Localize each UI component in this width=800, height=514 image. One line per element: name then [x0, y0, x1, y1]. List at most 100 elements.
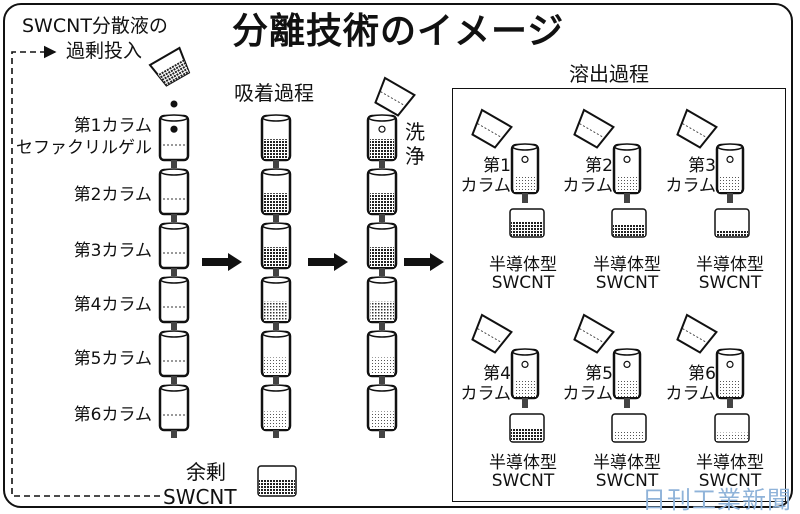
adsorption-column-1-gel: [264, 139, 288, 159]
elution-column-3-gel: [719, 175, 741, 192]
initial-connector-3: [171, 268, 177, 276]
elution-cup-1: [471, 108, 513, 149]
initial-column-2-top: [160, 168, 188, 176]
elution-column-5-drop: [623, 360, 631, 368]
watermark: 日刊工業新聞: [642, 486, 792, 514]
initial-column-6: [158, 384, 190, 432]
product-label-1b: SWCNT: [491, 273, 555, 293]
input-label-line2: 過剰投入: [66, 40, 143, 62]
arrow-to-adsorption: [202, 253, 242, 271]
recycle-dashed-line: [11, 45, 160, 497]
washing-column-5-gel: [370, 357, 394, 375]
elution-column-6-drop: [726, 360, 734, 368]
elution-col-num-2: 第2: [585, 156, 613, 176]
washing-cup: [374, 76, 416, 117]
elution-col-unit-5: カラム: [562, 384, 614, 404]
product-label-3b: SWCNT: [698, 273, 762, 293]
washing-column-6-gel: [370, 411, 394, 429]
product-label-6b: SWCNT: [698, 471, 762, 491]
elution-column-4-top: [512, 348, 538, 356]
product-beaker-liquid-5: [613, 431, 645, 441]
initial-connector-5: [171, 376, 177, 384]
diagram-title: 分離技術のイメージ: [232, 11, 565, 52]
elution-col-unit-4: カラム: [460, 384, 512, 404]
initial-connector-1: [171, 160, 177, 168]
washing-column-4-gel: [370, 301, 394, 321]
elution-column-5-top: [614, 348, 640, 356]
adsorption-connector-2: [273, 214, 279, 222]
gel-label: セファクリルゲル: [16, 138, 152, 158]
elution-col-unit-1: カラム: [460, 176, 512, 196]
initial-connector-2: [171, 214, 177, 222]
product-beaker-liquid-2: [613, 224, 645, 236]
elution-cup-6: [676, 313, 718, 354]
adsorption-column-2-gel: [264, 193, 288, 213]
elution-label: 溶出過程: [569, 62, 649, 86]
product-beaker-liquid-4: [511, 428, 543, 441]
elution-column-2-top: [614, 143, 640, 151]
product-label-5a: 半導体型: [593, 453, 661, 473]
product-label-2a: 半導体型: [593, 255, 661, 275]
washing-connector-5: [379, 376, 385, 384]
surplus-label-line2: SWCNT: [163, 485, 237, 509]
elution-column-6-gel: [719, 380, 741, 397]
washing-column-1-top: [368, 114, 396, 122]
column-label-1: 第1カラム: [73, 116, 152, 136]
elution-column-1-drop: [521, 155, 529, 163]
washing-column-3-gel: [370, 247, 394, 267]
input-drop: [170, 100, 178, 108]
initial-column-2: [158, 168, 190, 216]
product-label-1a: 半導体型: [489, 255, 557, 275]
elution-panel: [452, 88, 786, 502]
elution-col-num-4: 第4: [483, 364, 511, 384]
washing-connector-4: [379, 322, 385, 330]
washing-connector-2: [379, 214, 385, 222]
elution-outlet-1: [522, 193, 528, 203]
washing-connector-6: [379, 430, 385, 438]
product-label-6a: 半導体型: [696, 453, 764, 473]
column-label-5: 第5カラム: [73, 349, 152, 369]
initial-column-1-top: [160, 114, 188, 122]
adsorption-label: 吸着過程: [234, 81, 314, 105]
product-beaker-liquid-1: [511, 222, 543, 236]
adsorption-connector-3: [273, 268, 279, 276]
initial-column-3-top: [160, 222, 188, 230]
elution-col-unit-3: カラム: [665, 176, 717, 196]
washing-column-5-top: [368, 330, 396, 338]
washing-connector-3: [379, 268, 385, 276]
adsorption-column-6-top: [262, 384, 290, 392]
elution-col-num-1: 第1: [483, 156, 511, 176]
washing-column-4-top: [368, 276, 396, 284]
input-cup: [148, 46, 191, 87]
elution-outlet-5: [624, 398, 630, 408]
adsorption-connector-5: [273, 376, 279, 384]
arrow-to-elution: [404, 253, 444, 271]
adsorption-column-5-top: [262, 330, 290, 338]
initial-column-5: [158, 330, 190, 378]
initial-column-5-top: [160, 330, 188, 338]
elution-column-2-gel: [616, 175, 638, 192]
column-label-2: 第2カラム: [73, 185, 152, 205]
product-label-5b: SWCNT: [595, 471, 659, 491]
adsorption-column-1-top: [262, 114, 290, 122]
elution-col-unit-2: カラム: [562, 176, 614, 196]
elution-column-3-top: [717, 143, 743, 151]
elution-cup-3: [676, 108, 718, 149]
column-label-4: 第4カラム: [73, 295, 152, 315]
washing-label-line2: 浄: [405, 144, 425, 168]
washing-column-3-top: [368, 222, 396, 230]
adsorption-column-3-gel: [264, 247, 288, 267]
initial-column-4-top: [160, 276, 188, 284]
washing-label-line1: 洗: [405, 120, 425, 144]
elution-column-6-top: [717, 348, 743, 356]
elution-cup-2: [573, 108, 615, 149]
initial-column-6-top: [160, 384, 188, 392]
elution-col-unit-6: カラム: [665, 384, 717, 404]
elution-col-num-6: 第6: [688, 364, 716, 384]
initial-column-1-drop: [170, 125, 178, 133]
elution-column-5-gel: [616, 380, 638, 397]
washing-column-6-top: [368, 384, 396, 392]
product-beaker-3: [714, 208, 750, 238]
elution-column-4-gel: [514, 380, 536, 397]
washing-column-2-gel: [370, 193, 394, 213]
